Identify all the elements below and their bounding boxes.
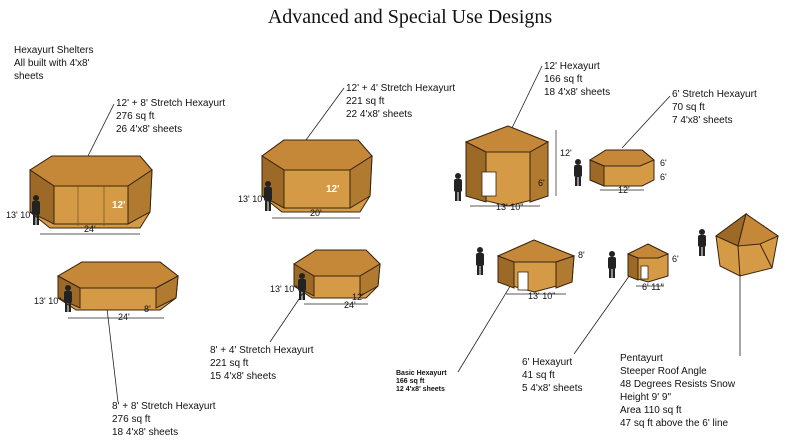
- label-stretch-8-4: 8' + 4' Stretch Hexayurt 221 sq ft 15 4'…: [210, 344, 314, 383]
- design-area: 70 sq ft: [672, 102, 705, 113]
- leader-line: [621, 95, 671, 149]
- label-stretch-6: 6' Stretch Hexayurt 70 sq ft 7 4'x8' she…: [672, 88, 757, 127]
- label-hex-6: 6' Hexayurt 41 sq ft 5 4'x8' sheets: [522, 356, 583, 395]
- design-area: 166 sq ft: [396, 378, 425, 385]
- dimension-label: 8': [144, 304, 151, 314]
- person-silhouette: [454, 173, 462, 201]
- design-sheets: 22 4'x8' sheets: [346, 109, 413, 120]
- design-sheets: 12 4'x8' sheets: [396, 386, 445, 393]
- person-silhouette: [476, 247, 484, 275]
- leader-line: [105, 299, 119, 403]
- dimension-label: 12': [112, 200, 126, 211]
- dimension-label: 12': [352, 292, 364, 302]
- shelter-stretch-8-8: 24' 13' 10" 8': [34, 261, 179, 322]
- design-name: 6' Stretch Hexayurt: [672, 89, 757, 100]
- design-area: 276 sq ft: [112, 414, 151, 425]
- shelter-hex-6: 6' 11" 6': [608, 243, 679, 292]
- design-sheets: 5 4'x8' sheets: [522, 383, 583, 394]
- leader-line: [511, 65, 543, 129]
- person-silhouette: [698, 229, 706, 256]
- page-title: Advanced and Special Use Designs: [267, 6, 553, 28]
- design-detail: 47 sq ft above the 6' line: [620, 418, 729, 429]
- dimension-label: 20': [310, 208, 322, 218]
- design-detail: 48 Degrees Resists Snow: [620, 379, 736, 390]
- design-area: 166 sq ft: [544, 74, 583, 85]
- intro-text: Hexayurt Shelters All built with 4'x8' s…: [14, 44, 93, 83]
- person-silhouette: [32, 195, 40, 225]
- intro-line: Hexayurt Shelters: [14, 45, 94, 56]
- person-silhouette: [608, 251, 616, 278]
- dimension-label: 24': [344, 300, 356, 310]
- design-name: 12' + 4' Stretch Hexayurt: [346, 83, 456, 94]
- dimension-label: 6': [660, 172, 667, 182]
- person-silhouette: [264, 181, 272, 211]
- dimension-label: 6': [672, 254, 679, 264]
- design-name: 8' + 4' Stretch Hexayurt: [210, 345, 314, 356]
- leader-lines: [85, 65, 741, 403]
- dimension-label: 13' 10": [34, 296, 61, 306]
- shelter-stretch-8-4: 24' 13' 10" 12': [270, 249, 381, 310]
- design-detail: Height 9' 9": [620, 392, 672, 403]
- shelter-hex-12: 13' 10" 12' 6': [454, 125, 572, 212]
- design-area: 41 sq ft: [522, 370, 555, 381]
- leader-line: [305, 87, 345, 141]
- design-name: 8' + 8' Stretch Hexayurt: [112, 401, 216, 412]
- label-hex-12: 12' Hexayurt 166 sq ft 18 4'x8' sheets: [544, 60, 610, 99]
- dimension-label: 24': [84, 224, 96, 234]
- dimension-label: 12': [618, 185, 630, 195]
- design-name: 12' + 8' Stretch Hexayurt: [116, 98, 226, 109]
- design-detail: Area 110 sq ft: [620, 405, 682, 416]
- label-stretch-8-8: 8' + 8' Stretch Hexayurt 276 sq ft 18 4'…: [112, 400, 216, 439]
- label-basic-hexayurt: Basic Hexayurt 166 sq ft 12 4'x8' sheets: [396, 370, 447, 394]
- design-name: Pentayurt: [620, 353, 663, 364]
- shelter-pentayurt: [698, 212, 780, 277]
- dimension-label: 12': [326, 184, 340, 195]
- intro-line: All built with 4'x8': [14, 58, 90, 69]
- design-detail: Steeper Roof Angle: [620, 366, 707, 377]
- dimension-label: 13' 10": [270, 284, 297, 294]
- shelter-stretch-12-8: 24' 13' 10" 12': [6, 155, 153, 235]
- door: [640, 265, 649, 280]
- design-area: 221 sq ft: [210, 358, 249, 369]
- design-name: 6' Hexayurt: [522, 357, 573, 368]
- dimension-label: 8': [578, 250, 585, 260]
- dimension-label: 6': [660, 158, 667, 168]
- person-silhouette: [298, 273, 306, 300]
- door: [481, 171, 497, 197]
- shelter-stretch-6: 12' 6' 6': [574, 149, 667, 195]
- intro-line: sheets: [14, 71, 44, 82]
- label-stretch-12-8: 12' + 8' Stretch Hexayurt 276 sq ft 26 4…: [116, 97, 225, 136]
- design-area: 221 sq ft: [346, 96, 385, 107]
- shelter-stretch-12-4: 20' 13' 10" 12': [238, 139, 373, 219]
- design-name: 12' Hexayurt: [544, 61, 600, 72]
- shelter-basic-hexayurt: 13' 10" 8': [476, 239, 585, 301]
- leader-line: [85, 103, 115, 161]
- door: [517, 271, 529, 291]
- label-pentayurt: Pentayurt Steeper Roof Angle 48 Degrees …: [620, 352, 735, 430]
- dimension-label: 6' 11": [642, 282, 664, 292]
- dimension-label: 13' 10": [528, 291, 555, 301]
- design-sheets: 26 4'x8' sheets: [116, 124, 183, 135]
- leader-line: [573, 271, 633, 355]
- design-sheets: 18 4'x8' sheets: [544, 87, 611, 98]
- dimension-label: 13' 10": [238, 194, 265, 204]
- label-stretch-12-4: 12' + 4' Stretch Hexayurt 221 sq ft 22 4…: [346, 82, 455, 121]
- dimension-label: 6': [538, 178, 545, 188]
- dimension-label: 24': [118, 312, 130, 322]
- dimension-label: 13' 10": [496, 202, 523, 212]
- design-area: 276 sq ft: [116, 111, 155, 122]
- design-sheets: 18 4'x8' sheets: [112, 427, 179, 438]
- design-sheets: 15 4'x8' sheets: [210, 371, 277, 382]
- design-name: Basic Hexayurt: [396, 370, 447, 377]
- dimension-label: 12': [560, 148, 572, 158]
- dimension-label: 13' 10": [6, 210, 33, 220]
- design-sheets: 7 4'x8' sheets: [672, 115, 733, 126]
- person-silhouette: [64, 285, 72, 312]
- person-silhouette: [574, 159, 582, 186]
